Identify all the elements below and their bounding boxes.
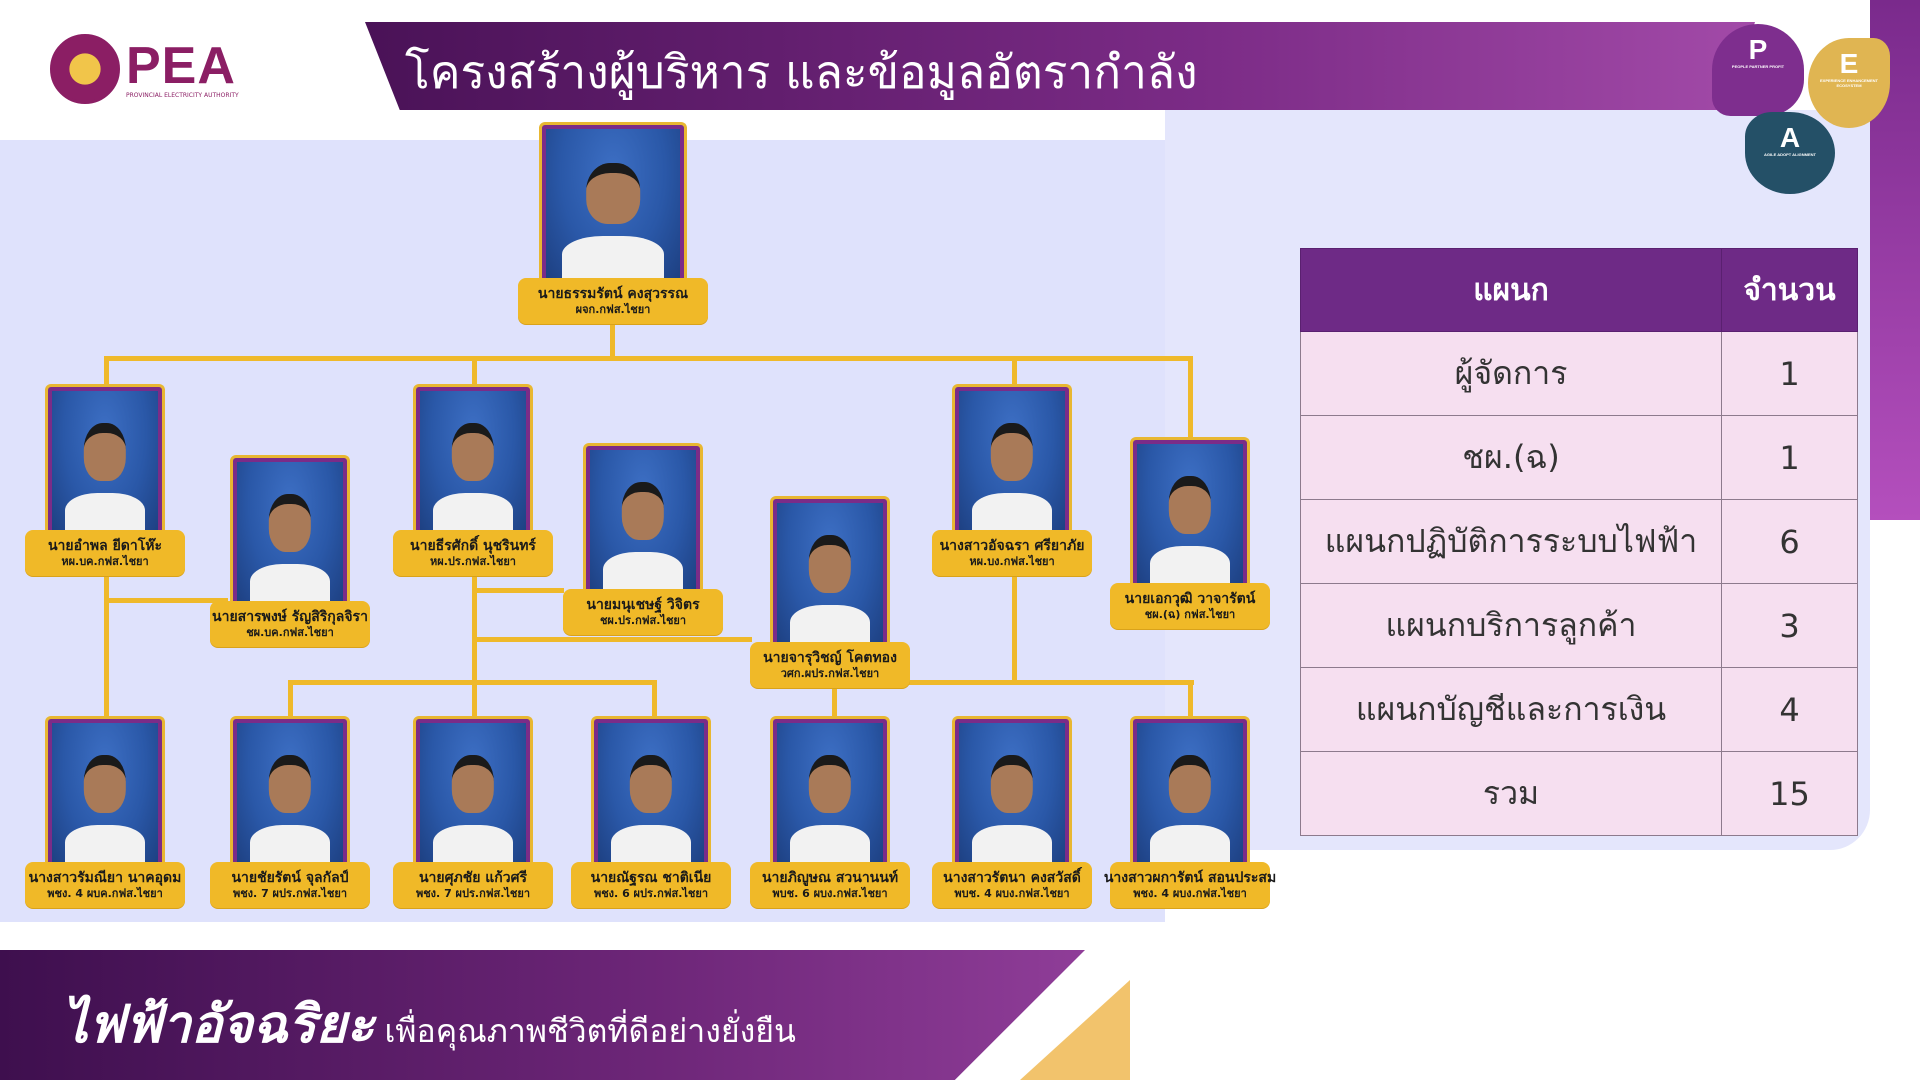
staffing-table: แผนก จำนวน ผู้จัดการ 1 ชผ.(ฉ) 1 แผนกปฏิบ… [1300,248,1858,836]
person-position: พชง. 7 ผปร.กฟส.ไชยา [415,886,531,900]
person-position: ผจก.กฟส.ไชยา [575,302,651,316]
slogan-main: ไฟฟ้าอัจฉริยะ [62,995,375,1055]
person-name: นายธีรศักดิ์ นุชรินทร์ [410,537,536,554]
table-cell-dept: รวม [1300,751,1722,836]
table-row: แผนกบัญชีและการเงิน 4 [1300,667,1858,752]
footer-banner [0,950,1085,1080]
person-photo [45,384,165,536]
person-label: นายเอกวุฒิ วาจารัตน์ ชผ.(ฉ) กฟส.ไชยา [1110,583,1270,629]
person-label: นายธีรศักดิ์ นุชรินทร์ หผ.ปร.กฟส.ไชยา [393,530,553,576]
table-cell-count: 1 [1721,415,1858,500]
person-name: นางสาวรัตนา คงสวัสดิ์ [943,869,1081,886]
person-name: นางสาวอัจฉรา ศรียาภัย [939,537,1085,554]
slogan-sub: เพื่อคุณภาพชีวิตที่ดีอย่างยั่งยืน [384,1012,796,1050]
table-row: แผนกบริการลูกค้า 3 [1300,583,1858,668]
table-row-total: รวม 15 [1300,751,1858,836]
emblem-a-icon: A AGILE ADOPT ALIGNMENT [1745,112,1835,194]
table-cell-count: 4 [1721,667,1858,752]
person-name: นายมนุเชษฐ์ วิจิตร [586,596,700,613]
title-bar [365,22,1755,110]
person-position: หผ.บค.กฟส.ไชยา [61,554,149,568]
person-label: นายภิญูษณ สวนานนท์ พบช. 6 ผบง.กฟส.ไชยา [750,862,910,908]
table-cell-count: 3 [1721,583,1858,668]
table-cell-count: 6 [1721,499,1858,584]
person-photo [770,716,890,868]
person-position: วศก.ผปร.กฟส.ไชยา [780,666,880,680]
person-name: นางสาวผการัตน์ สอนประสม [1103,869,1277,886]
person-photo [45,716,165,868]
person-position: หผ.ปร.กฟส.ไชยา [430,554,516,568]
person-label: นางสาวรัตนา คงสวัสดิ์ พบช. 4 ผบง.กฟส.ไชย… [932,862,1092,908]
person-position: หผ.บง.กฟส.ไชยา [969,554,1055,568]
person-label: นายชัยรัตน์ จุลกัลป์ พชง. 7 ผปร.กฟส.ไชยา [210,862,370,908]
person-label: นายจารุวิชญ์ โคตทอง วศก.ผปร.กฟส.ไชยา [750,642,910,688]
person-name: นายสารพงษ์ รัญสิริกุลจิรา [212,608,368,625]
table-cell-dept: แผนกปฏิบัติการระบบไฟฟ้า [1300,499,1722,584]
logo-wordmark: PEA [126,36,236,95]
table-header-row: แผนก จำนวน [1300,248,1858,332]
person-photo [413,384,533,536]
person-position: พชง. 7 ผปร.กฟส.ไชยา [232,886,348,900]
person-photo [230,716,350,868]
person-position: ชผ.ปร.กฟส.ไชยา [599,613,687,627]
table-row: ชผ.(ฉ) 1 [1300,415,1858,500]
person-label: นายสารพงษ์ รัญสิริกุลจิรา ชผ.บค.กฟส.ไชยา [210,601,370,647]
person-name: นายเอกวุฒิ วาจารัตน์ [1124,590,1256,607]
table-header-dept: แผนก [1300,248,1722,332]
person-label: นายมนุเชษฐ์ วิจิตร ชผ.ปร.กฟส.ไชยา [563,589,723,635]
table-cell-dept: ชผ.(ฉ) [1300,415,1722,500]
person-label: นายศุภชัย แก้วศรี พชง. 7 ผปร.กฟส.ไชยา [393,862,553,908]
person-photo [770,496,890,648]
person-photo [1130,716,1250,868]
person-photo [952,716,1072,868]
page-title: โครงสร้างผู้บริหาร และข้อมูลอัตรากำลัง [405,45,1198,99]
table-row: แผนกปฏิบัติการระบบไฟฟ้า 6 [1300,499,1858,584]
table-cell-count: 15 [1721,751,1858,836]
person-label: นายอำพล ยีดาโห๊ะ หผ.บค.กฟส.ไชยา [25,530,185,576]
person-photo [230,455,350,607]
pea-logo: PEA PROVINCIAL ELECTRICITY AUTHORITY [50,34,239,104]
person-photo [413,716,533,868]
person-name: นางสาวรัมณียา นาคอุดม [28,869,182,886]
person-name: นายธรรมรัตน์ คงสุวรรณ [537,285,689,302]
person-position: พบช. 6 ผบง.กฟส.ไชยา [772,886,888,900]
table-row: ผู้จัดการ 1 [1300,331,1858,416]
person-position: ชผ.(ฉ) กฟส.ไชยา [1144,607,1236,621]
person-position: พบช. 4 ผบง.กฟส.ไชยา [954,886,1070,900]
table-cell-dept: ผู้จัดการ [1300,331,1722,416]
person-photo [591,716,711,868]
footer-slogan: ไฟฟ้าอัจฉริยะ เพื่อคุณภาพชีวิตที่ดีอย่าง… [62,982,796,1065]
table-cell-count: 1 [1721,331,1858,416]
person-name: นายศุภชัย แก้วศรี [418,869,528,886]
person-label: นางสาวรัมณียา นาคอุดม พชง. 4 ผบค.กฟส.ไชย… [25,862,185,908]
person-name: นายอำพล ยีดาโห๊ะ [47,537,162,554]
table-cell-dept: แผนกบัญชีและการเงิน [1300,667,1722,752]
person-name: นายชัยรัตน์ จุลกัลป์ [231,869,349,886]
person-position: ชผ.บค.กฟส.ไชยา [246,625,334,639]
person-label: นายณัฐรณ ชาติเนีย พชง. 6 ผปร.กฟส.ไชยา [571,862,731,908]
emblem-p-icon: P PEOPLE PARTNER PROFIT [1712,24,1804,116]
person-position: พชง. 6 ผปร.กฟส.ไชยา [593,886,709,900]
table-header-count: จำนวน [1721,248,1858,332]
person-position: พชง. 4 ผบค.กฟส.ไชยา [47,886,163,900]
person-photo [952,384,1072,536]
person-label: นางสาวผการัตน์ สอนประสม พชง. 4 ผบง.กฟส.ไ… [1104,862,1276,908]
table-cell-dept: แผนกบริการลูกค้า [1300,583,1722,668]
logo-subtitle: PROVINCIAL ELECTRICITY AUTHORITY [126,91,239,99]
person-photo [539,122,687,282]
person-name: นายณัฐรณ ชาติเนีย [590,869,712,886]
person-position: พชง. 4 ผบง.กฟส.ไชยา [1133,886,1247,900]
person-name: นายภิญูษณ สวนานนท์ [761,869,899,886]
person-photo [1130,437,1250,589]
person-photo [583,443,703,595]
person-name: นายจารุวิชญ์ โคตทอง [763,649,897,666]
pea-seal-icon [50,34,120,104]
person-label: นางสาวอัจฉรา ศรียาภัย หผ.บง.กฟส.ไชยา [932,530,1092,576]
person-label: นายธรรมรัตน์ คงสุวรรณ ผจก.กฟส.ไชยา [518,278,708,324]
emblem-e-icon: E EXPERIENCE ENHANCEMENT ECOSYSTEM [1808,38,1890,128]
